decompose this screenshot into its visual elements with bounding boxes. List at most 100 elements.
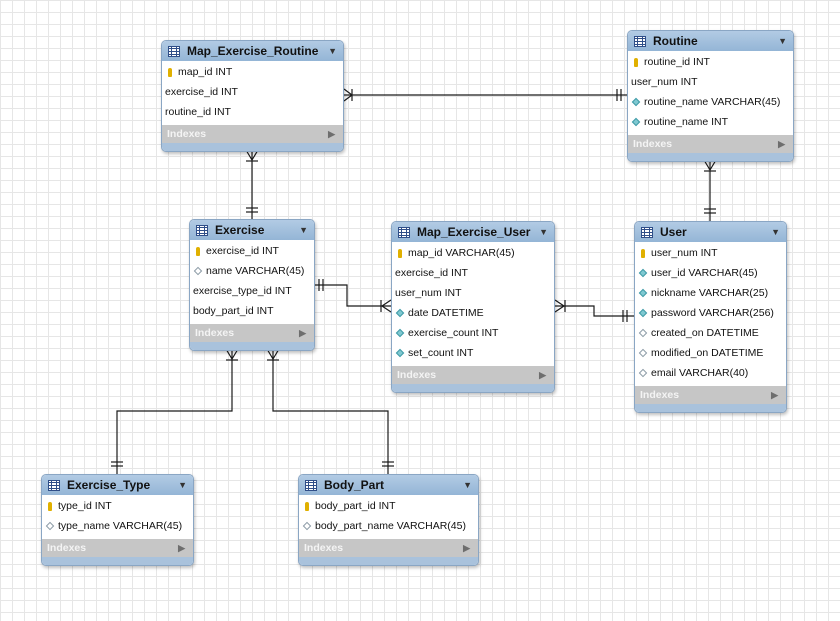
- not-null-diamond-icon: [631, 97, 641, 107]
- column-row[interactable]: exercise_count INT: [392, 323, 554, 343]
- column-text: exercise_id INT: [165, 86, 238, 98]
- entity-footer: [162, 143, 343, 151]
- entity-header[interactable]: User ▼: [635, 222, 786, 242]
- indexes-section[interactable]: Indexes ▶: [299, 539, 478, 557]
- column-text: nickname VARCHAR(25): [651, 287, 769, 299]
- rel-map-user-to-user: [554, 299, 634, 322]
- indexes-section[interactable]: Indexes ▶: [162, 125, 343, 143]
- entity-footer: [42, 557, 193, 565]
- column-row[interactable]: exercise_id INT: [190, 241, 314, 261]
- column-row[interactable]: exercise_id INT: [392, 263, 554, 283]
- expand-triangle-icon[interactable]: ▶: [178, 542, 185, 553]
- entity-header[interactable]: Exercise_Type ▼: [42, 475, 193, 495]
- indexes-section[interactable]: Indexes ▶: [190, 324, 314, 342]
- entity-header[interactable]: Routine ▼: [628, 31, 793, 51]
- collapse-arrow-icon[interactable]: ▼: [778, 36, 787, 46]
- column-row[interactable]: map_id VARCHAR(45): [392, 243, 554, 263]
- entity-header[interactable]: Body_Part ▼: [299, 475, 478, 495]
- entity-map-exercise-routine[interactable]: Map_Exercise_Routine ▼ map_id INT exercis…: [161, 40, 344, 152]
- collapse-arrow-icon[interactable]: ▼: [539, 227, 548, 237]
- entity-header[interactable]: Map_Exercise_Routine ▼: [162, 41, 343, 61]
- column-row[interactable]: password VARCHAR(256): [635, 303, 786, 323]
- expand-triangle-icon[interactable]: ▶: [778, 138, 785, 149]
- column-text: map_id VARCHAR(45): [408, 247, 515, 259]
- column-row[interactable]: date DATETIME: [392, 303, 554, 323]
- column-row[interactable]: created_on DATETIME: [635, 323, 786, 343]
- table-icon: [641, 226, 653, 238]
- collapse-arrow-icon[interactable]: ▼: [299, 225, 308, 235]
- column-text: modified_on DATETIME: [651, 347, 764, 359]
- column-row[interactable]: routine_id INT: [162, 102, 343, 122]
- column-row[interactable]: user_num INT: [628, 72, 793, 92]
- column-list: map_id INT exercise_id INT routine_id INT: [162, 61, 343, 125]
- column-text: email VARCHAR(40): [651, 367, 749, 379]
- column-row[interactable]: user_num INT: [635, 243, 786, 263]
- entity-header[interactable]: Exercise ▼: [190, 220, 314, 240]
- column-row[interactable]: user_id VARCHAR(45): [635, 263, 786, 283]
- collapse-arrow-icon[interactable]: ▼: [771, 227, 780, 237]
- column-row[interactable]: body_part_name VARCHAR(45): [299, 516, 478, 536]
- entity-footer: [635, 404, 786, 412]
- column-row[interactable]: type_id INT: [42, 496, 193, 516]
- collapse-arrow-icon[interactable]: ▼: [328, 46, 337, 56]
- indexes-section[interactable]: Indexes ▶: [42, 539, 193, 557]
- column-row[interactable]: user_num INT: [392, 283, 554, 303]
- column-row[interactable]: type_name VARCHAR(45): [42, 516, 193, 536]
- indexes-section[interactable]: Indexes ▶: [392, 366, 554, 384]
- expand-triangle-icon[interactable]: ▶: [328, 128, 335, 139]
- entity-map-exercise-user[interactable]: Map_Exercise_User ▼ map_id VARCHAR(45) ex…: [391, 221, 555, 393]
- indexes-label: Indexes: [47, 542, 87, 554]
- expand-triangle-icon[interactable]: ▶: [771, 389, 778, 400]
- column-row[interactable]: name VARCHAR(45): [190, 261, 314, 281]
- entity-title: Exercise_Type: [67, 478, 151, 492]
- collapse-arrow-icon[interactable]: ▼: [463, 480, 472, 490]
- column-row[interactable]: routine_id INT: [628, 52, 793, 72]
- rel-routine-to-user: [703, 159, 717, 221]
- entity-header[interactable]: Map_Exercise_User ▼: [392, 222, 554, 242]
- expand-triangle-icon[interactable]: ▶: [299, 327, 306, 338]
- column-row[interactable]: exercise_type_id INT: [190, 281, 314, 301]
- column-row[interactable]: body_part_id INT: [190, 301, 314, 321]
- column-row[interactable]: map_id INT: [162, 62, 343, 82]
- column-row[interactable]: body_part_id INT: [299, 496, 478, 516]
- indexes-label: Indexes: [195, 327, 235, 339]
- collapse-arrow-icon[interactable]: ▼: [178, 480, 187, 490]
- not-null-diamond-icon: [638, 268, 648, 278]
- column-row[interactable]: set_count INT: [392, 343, 554, 363]
- column-row[interactable]: exercise_id INT: [162, 82, 343, 102]
- nullable-diamond-icon: [45, 521, 55, 531]
- nullable-diamond-icon: [302, 521, 312, 531]
- column-row[interactable]: routine_name INT: [628, 112, 793, 132]
- expand-triangle-icon[interactable]: ▶: [539, 369, 546, 380]
- expand-triangle-icon[interactable]: ▶: [463, 542, 470, 553]
- column-row[interactable]: modified_on DATETIME: [635, 343, 786, 363]
- indexes-label: Indexes: [640, 389, 680, 401]
- column-row[interactable]: routine_name VARCHAR(45): [628, 92, 793, 112]
- column-row[interactable]: nickname VARCHAR(25): [635, 283, 786, 303]
- primary-key-icon: [638, 248, 648, 258]
- entity-footer: [392, 384, 554, 392]
- column-row[interactable]: email VARCHAR(40): [635, 363, 786, 383]
- primary-key-icon: [302, 501, 312, 511]
- nullable-diamond-icon: [638, 368, 648, 378]
- not-null-diamond-icon: [638, 288, 648, 298]
- entity-body-part[interactable]: Body_Part ▼ body_part_id INT body_part_na…: [298, 474, 479, 566]
- column-text: body_part_id INT: [315, 500, 396, 512]
- not-null-diamond-icon: [395, 348, 405, 358]
- indexes-section[interactable]: Indexes ▶: [635, 386, 786, 404]
- indexes-section[interactable]: Indexes ▶: [628, 135, 793, 153]
- entity-footer: [190, 342, 314, 350]
- table-icon: [305, 479, 317, 491]
- entity-title: Map_Exercise_Routine: [187, 44, 319, 58]
- column-text: date DATETIME: [408, 307, 484, 319]
- primary-key-icon: [165, 67, 175, 77]
- column-text: created_on DATETIME: [651, 327, 759, 339]
- primary-key-icon: [45, 501, 55, 511]
- nullable-diamond-icon: [638, 348, 648, 358]
